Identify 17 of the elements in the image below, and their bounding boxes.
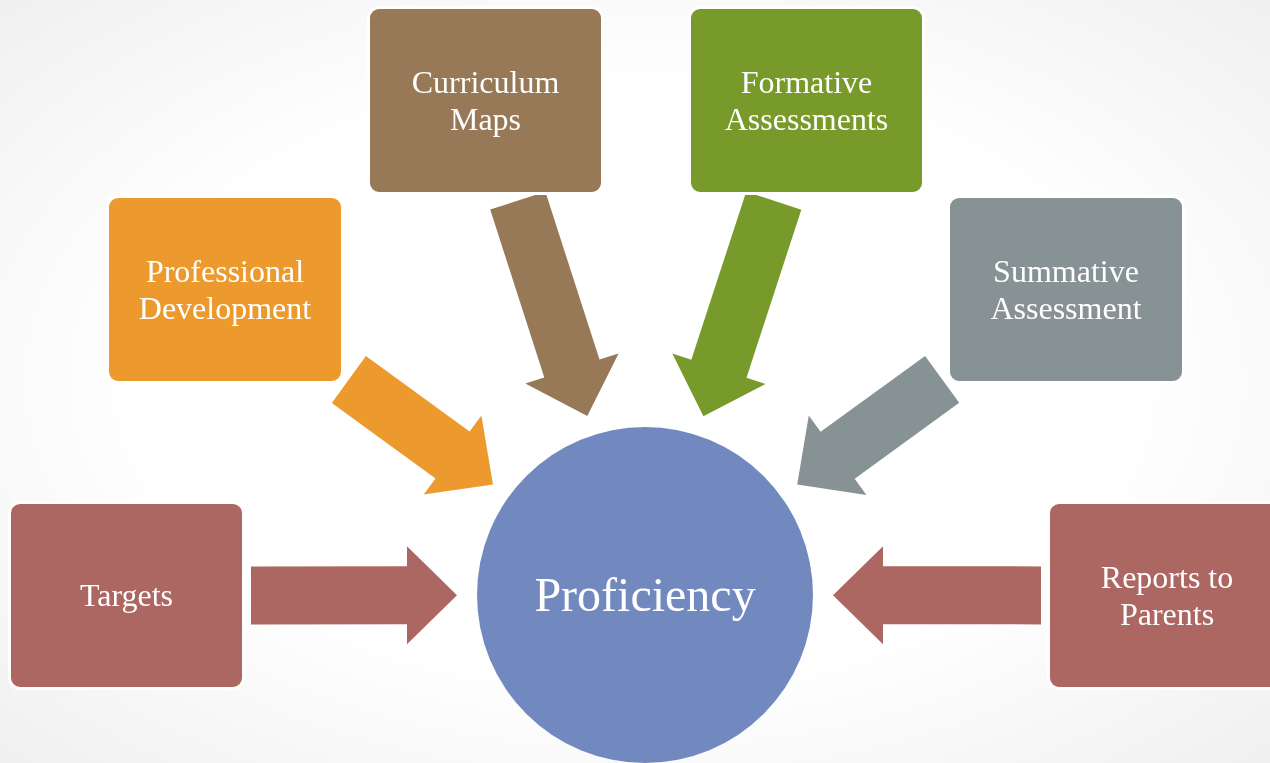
process-box	[688, 6, 925, 195]
block-arrow	[833, 546, 1041, 645]
node-label: Proficiency	[534, 567, 756, 623]
block-arrow	[251, 546, 457, 645]
node-label: Targets	[79, 577, 174, 614]
block-arrow	[331, 356, 493, 495]
node-label: Formative Assessments	[723, 63, 890, 138]
node-label: Summative Assessment	[989, 252, 1143, 327]
process-box	[1047, 501, 1270, 690]
node-label: Curriculum Maps	[410, 63, 561, 138]
process-box	[8, 501, 245, 690]
process-box	[106, 195, 344, 384]
node-label: Professional Development	[137, 252, 313, 327]
process-box	[947, 195, 1185, 384]
block-arrow	[797, 355, 960, 495]
node-label: Reports to Parents	[1099, 558, 1235, 633]
process-box	[367, 6, 604, 195]
